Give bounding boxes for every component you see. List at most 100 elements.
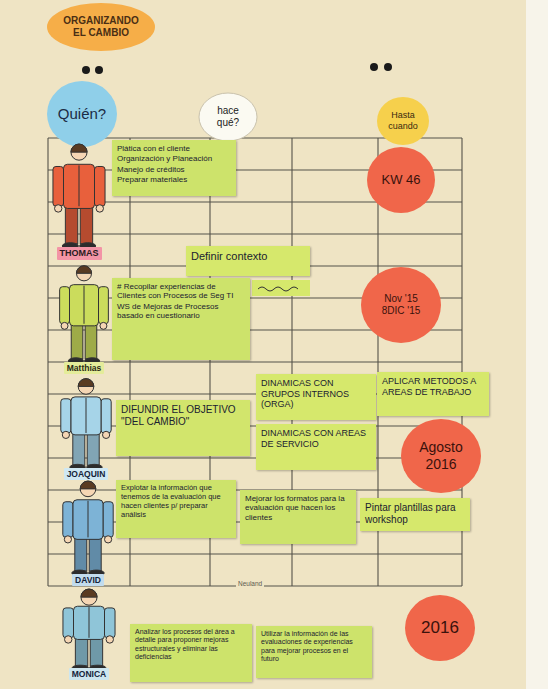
circle-outline [199, 93, 257, 141]
marker-dot [370, 63, 378, 71]
title-blob: ORGANIZANDO EL CAMBIO [46, 2, 156, 52]
note-text: DINAMICAS CON AREAS DE SERVICIO [261, 428, 371, 449]
hand [96, 205, 103, 212]
leg [65, 204, 77, 244]
shirt-line [84, 286, 85, 324]
circle-content: Quién? [46, 80, 118, 148]
hair [71, 144, 87, 152]
arm [101, 399, 111, 433]
hand [103, 431, 110, 438]
circle-content: ORGANIZANDO EL CAMBIO [46, 2, 156, 52]
torso [64, 164, 95, 208]
hand [62, 431, 69, 438]
wall [526, 0, 548, 689]
circle-outline [401, 419, 481, 493]
marker-dot [384, 63, 392, 71]
name-tag: Matthias [64, 362, 104, 374]
circle-text: Quién? [55, 105, 108, 123]
hand [106, 636, 113, 643]
note-text: Manejo de créditos [117, 165, 231, 174]
shirt-line [88, 501, 89, 538]
person-group [63, 481, 113, 576]
leg [90, 636, 102, 666]
person-drawing [56, 376, 116, 480]
note-text: Preparar materiales [117, 175, 231, 184]
arm [61, 399, 71, 433]
person-drawing [48, 140, 110, 260]
leg [75, 636, 87, 666]
note-text: Plática con el cliente [117, 144, 231, 153]
circle-outline [361, 267, 441, 343]
arm [103, 502, 113, 538]
blank-note [252, 280, 310, 296]
grid-line [48, 457, 462, 458]
hair [78, 379, 94, 387]
task-note: DIFUNDIR EL OBJETIVO "DEL CAMBIO" [116, 400, 250, 456]
task-note: Mejorar los formatos para la evaluación … [240, 490, 356, 544]
paper [0, 0, 526, 689]
task-note: DINAMICAS CON GRUPOS INTERNOS (ORGA) [256, 374, 376, 420]
head [71, 144, 87, 160]
circle-text: 2016 [413, 618, 466, 638]
person-drawing [58, 478, 118, 586]
deadline-circle: KW 46 [366, 146, 436, 214]
torso [70, 285, 99, 326]
person-group [63, 589, 115, 670]
hair [80, 481, 96, 489]
arm [105, 608, 116, 638]
arm [95, 166, 106, 206]
person-figure [60, 266, 109, 364]
shirt-line [86, 398, 87, 433]
hair [76, 266, 91, 274]
hand [65, 636, 72, 643]
arm [53, 166, 64, 206]
arm [60, 287, 70, 324]
circle-content: hace qué? [198, 92, 258, 142]
hand [100, 322, 107, 329]
circle-outline [377, 97, 429, 145]
person-figure: THOMAS [48, 140, 110, 260]
grid-line [48, 361, 462, 362]
head [76, 266, 91, 281]
note-text: Explotar la información que tenemos de l… [121, 484, 231, 519]
circle-text: Nov '15 [371, 293, 432, 305]
circle-outline [47, 81, 117, 147]
shirt-line [79, 165, 80, 206]
leg [87, 431, 99, 465]
scribble [258, 287, 298, 291]
hair [81, 589, 97, 597]
arm [63, 502, 73, 538]
circle-text: 8DIC '15 [371, 305, 432, 317]
note-text: WS de Mejoras de Procesos basado en cues… [117, 302, 245, 321]
deadline-circle: Agosto 2016 [400, 418, 482, 494]
name-tag: THOMAS [57, 247, 102, 260]
circle-outline [405, 595, 475, 661]
header-circle: Hasta cuando [376, 96, 430, 146]
task-note: Utilizar la información de las evaluacio… [256, 626, 372, 678]
task-note: Definir contexto [186, 246, 310, 276]
note-text: DIFUNDIR EL OBJETIVO "DEL CAMBIO" [121, 404, 245, 428]
person-group [53, 144, 105, 249]
note-text: DINAMICAS CON GRUPOS INTERNOS (ORGA) [261, 378, 371, 410]
task-note: Analizar los procesos del área a detalle… [130, 624, 252, 682]
deadline-circle: Nov '158DIC '15 [360, 266, 442, 344]
leg [73, 431, 85, 465]
head [78, 379, 94, 395]
head [81, 589, 97, 605]
shirt-line [89, 607, 90, 638]
circle-text: ORGANIZANDO EL CAMBIO [60, 15, 141, 39]
marker-dot [95, 66, 103, 74]
note-text: Utilizar la información de las evaluacio… [261, 630, 367, 663]
circle-content: 2016 [404, 594, 476, 662]
person-figure: DAVID [58, 478, 118, 586]
arm [99, 287, 109, 324]
leg [75, 535, 87, 571]
brand-label: Neuland [236, 580, 264, 587]
person-group [60, 266, 109, 364]
deadline-circle: 2016 [404, 594, 476, 662]
task-note: Explotar la información que tenemos de l… [116, 480, 236, 538]
person-figure: JOAQUIN [56, 376, 116, 480]
leg [85, 322, 97, 359]
task-note: # Recopilar experiencias de Clientes con… [112, 278, 250, 360]
torso [71, 397, 101, 435]
